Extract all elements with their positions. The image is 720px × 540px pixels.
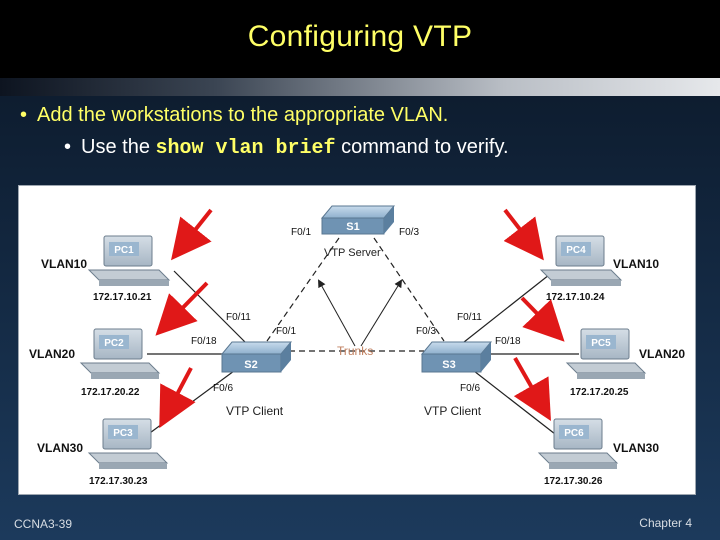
pc3-vlan: VLAN30 [37,441,83,455]
s3-port-up1: F0/11 [457,312,482,323]
switch-s3-label: S3 [442,359,455,371]
footer-chapter: Chapter 4 [639,516,692,530]
s2-port-left: F0/18 [191,336,217,347]
switch-s1-label: S1 [346,221,359,233]
bullet-sub: • Use the show vlan brief command to veri… [64,136,509,160]
pc-2: PC2 [79,328,161,379]
s1-role: VTP Server [324,247,381,259]
bullet-glyph: • [64,136,72,158]
switch-s1: S1 [320,205,396,235]
trunk-s1-s2 [266,237,340,342]
trunk-s1-s3 [373,237,445,342]
trunk-pointers [318,279,403,347]
s2-port-up1: F0/11 [226,312,251,323]
pc3-ip: 172.17.30.23 [89,476,148,487]
bullet-glyph: • [20,104,28,126]
pc5-ip: 172.17.20.25 [570,387,629,398]
arrow-pc1-icon [171,208,213,261]
link-pc4-s3 [458,270,555,347]
s3-port-bottom: F0/6 [460,383,480,394]
pc4-label: PC4 [566,245,586,256]
annotation-arrows [155,208,565,429]
title-divider [0,78,720,96]
bullet-main: • Add the workstations to the appropriate… [20,104,448,127]
pc5-vlan: VLAN20 [639,347,685,361]
pc-4: PC4 [539,235,623,286]
footer-slide-id: CCNA3-39 [14,517,73,531]
s1-port-left: F0/1 [291,227,311,238]
pc2-vlan: VLAN20 [29,347,75,361]
command-code: show vlan brief [155,137,336,160]
slide-title: Configuring VTP [247,20,473,53]
bullet-main-text: Add the workstations to the appropriate … [37,104,449,126]
s2-port-up2: F0/1 [276,326,296,337]
pc3-label: PC3 [113,428,133,439]
arrow-pc4-icon [503,208,544,261]
bullet-sub-pre: Use the [81,136,156,158]
pc6-ip: 172.17.30.26 [544,476,603,487]
title-band: Configuring VTP [0,0,720,78]
pc1-label: PC1 [114,245,134,256]
pc2-label: PC2 [104,338,124,349]
topology-svg: S1 F0/1 F0/3 VTP Server S2 F0/11 F0/1 F0… [29,205,685,487]
trunks-label: Trunks [337,344,373,358]
pc1-ip: 172.17.10.21 [93,292,152,303]
link-pc3-s2 [138,370,235,442]
pc5-label: PC5 [591,338,611,349]
s2-role: VTP Client [226,404,284,418]
pc6-vlan: VLAN30 [613,441,659,455]
link-pc1-s2 [173,270,250,347]
s3-port-up2: F0/3 [416,326,436,337]
pc-6: PC6 [537,418,619,469]
arrow-pc5-icon [520,296,565,342]
switch-s3: S3 [420,341,493,373]
arrow-pc2-icon [155,281,209,336]
pc4-ip: 172.17.10.24 [546,292,605,303]
arrow-pc3-icon [159,367,196,429]
switch-s2: S2 [220,341,293,373]
pc-3: PC3 [87,418,169,469]
pc4-vlan: VLAN10 [613,257,659,271]
topology-diagram: S1 F0/1 F0/3 VTP Server S2 F0/11 F0/1 F0… [18,185,696,495]
bullet-sub-post: command to verify. [335,136,509,158]
s3-port-right: F0/18 [495,336,521,347]
switch-s2-label: S2 [244,359,257,371]
pc1-vlan: VLAN10 [41,257,87,271]
link-pc6-s3 [473,370,565,442]
s3-role: VTP Client [424,404,482,418]
s1-port-right: F0/3 [399,227,419,238]
s2-port-bottom: F0/6 [213,383,233,394]
pc-1: PC1 [87,235,171,286]
pc2-ip: 172.17.20.22 [81,387,140,398]
pc-5: PC5 [565,328,647,379]
pc6-label: PC6 [564,428,584,439]
arrow-pc6-icon [513,357,551,421]
